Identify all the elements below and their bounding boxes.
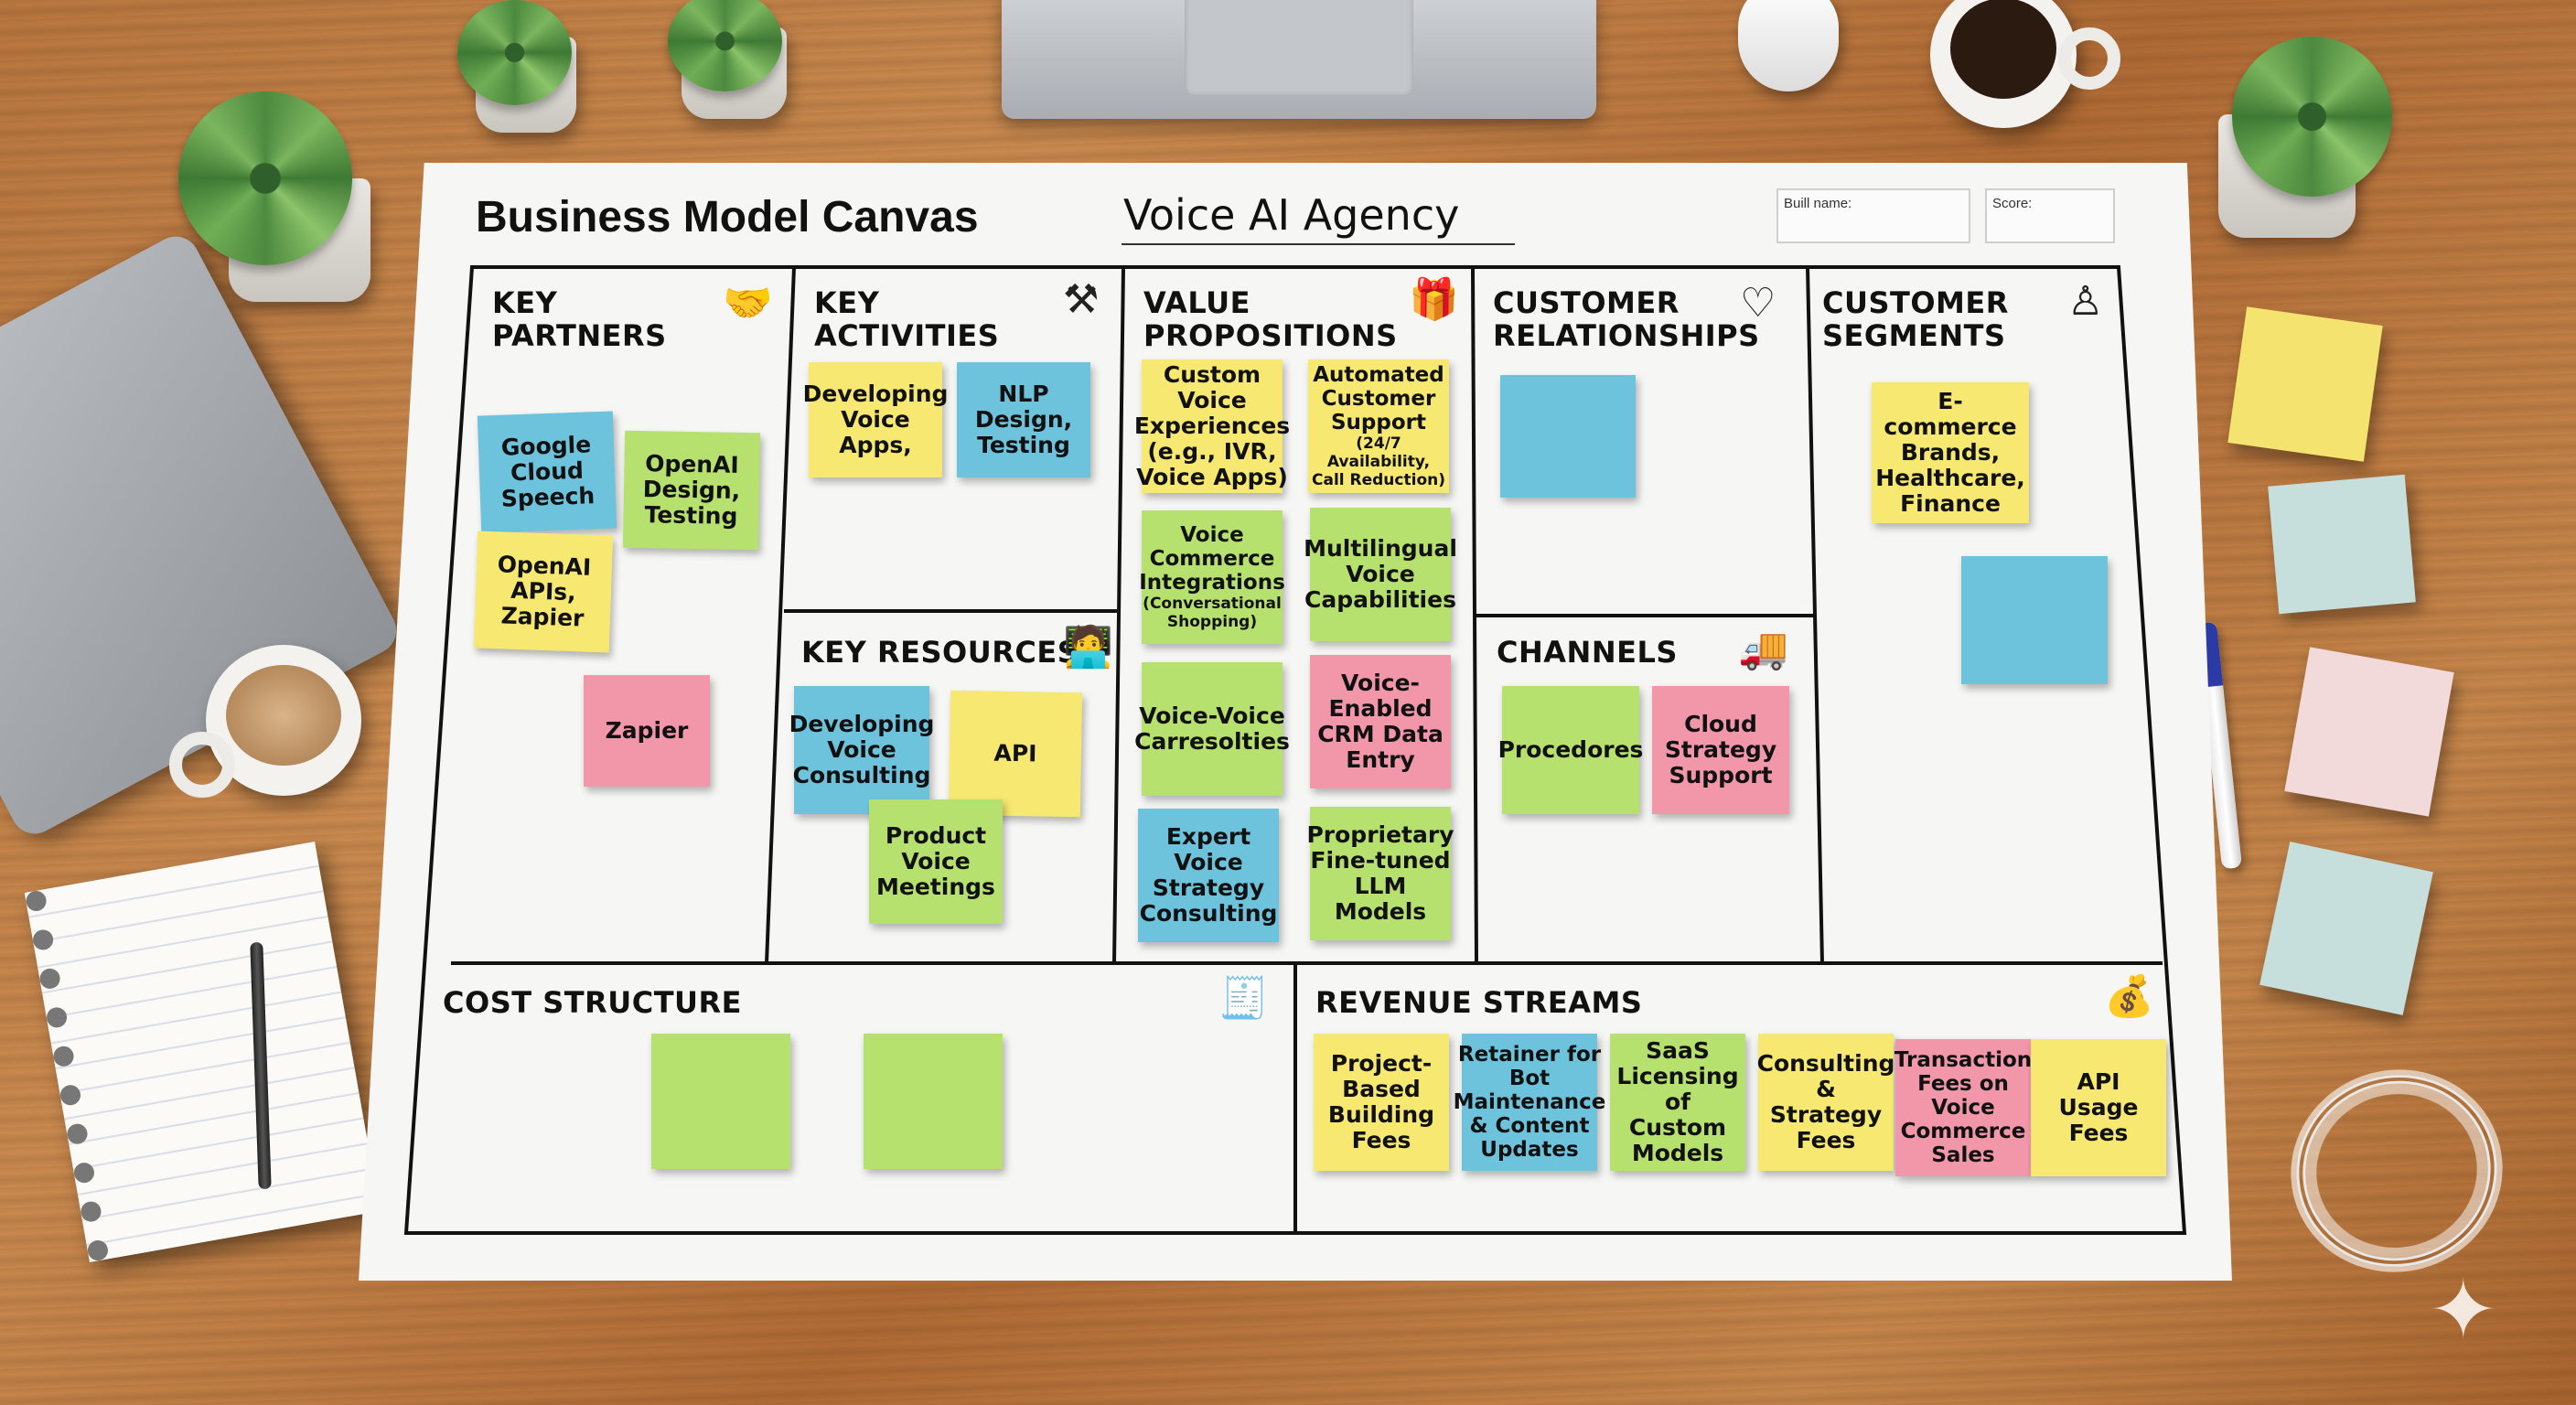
mug-handle [169, 732, 235, 798]
laptop [1002, 0, 1596, 119]
sticky-note[interactable]: Expert Voice Strategy Consulting [1138, 809, 1279, 942]
sticky-note-pad-pink [2284, 647, 2454, 817]
sticky-note[interactable]: Product Voice Meetings [869, 799, 1003, 924]
coffee [1950, 0, 2056, 99]
customer-segments-label-2: SEGMENTS [1822, 318, 2006, 353]
sticky-note[interactable]: Custom Voice Experiences (e.g., IVR, Voi… [1134, 359, 1290, 493]
person-icon: ♙ [2067, 279, 2104, 324]
receipt-icon: 🧾 [1218, 976, 1269, 1021]
sticky-note[interactable]: Transaction Fees on Voice Commerce Sales [1894, 1039, 2032, 1176]
subtitle-underline [1122, 243, 1515, 245]
handshake-icon: 🤝 [723, 281, 773, 326]
canvas-grid [403, 265, 2187, 1235]
sticky-note[interactable]: Developing Voice Apps, [803, 362, 948, 477]
sticky-note[interactable]: Proprietary Fine-tuned LLM Models [1306, 807, 1454, 940]
sticky-note[interactable]: OpenAI APIs, Zapier [473, 531, 614, 653]
key-activities-label-1: KEY [814, 285, 880, 320]
sparkle-icon: ✦ [2429, 1265, 2498, 1357]
coffee-mug-top [1930, 0, 2120, 128]
value-propositions-label-1: VALUE [1143, 285, 1250, 320]
succulent-plant [2232, 37, 2392, 197]
trackpad [1185, 0, 1413, 96]
sticky-note[interactable] [651, 1034, 790, 1169]
cost-structure-heading: COST STRUCTURE [443, 985, 742, 1020]
sticky-note[interactable] [1961, 556, 2108, 684]
canvas-subtitle: Voice AI Agency [1123, 190, 1460, 240]
score-field[interactable]: Score: [1985, 188, 2115, 243]
sticky-note-pad-blue [2259, 842, 2433, 1015]
spiral-notebook [24, 842, 381, 1262]
note-detail: (Conversational Shopping) [1143, 595, 1282, 631]
sticky-note[interactable]: API Usage Fees [2031, 1039, 2166, 1176]
sticky-note[interactable]: Retainer for Bot Maintenance & Content U… [1454, 1034, 1605, 1171]
sticky-note[interactable]: Voice-Enabled CRM Data Entry [1310, 655, 1451, 788]
sticky-note-pad-yellow [2227, 306, 2383, 462]
sticky-note[interactable]: Zapier [584, 675, 710, 787]
sticky-note[interactable]: Voice Commerce Integrations(Conversation… [1139, 510, 1285, 644]
value-propositions-label-2: PROPOSITIONS [1143, 318, 1398, 353]
heart-icon: ♡ [1740, 281, 1776, 326]
sticky-note[interactable]: Procedores [1498, 686, 1643, 814]
note-main: Voice Commerce Integrations [1139, 523, 1285, 595]
sticky-note[interactable]: Automated Customer Support(24/7 Availabi… [1308, 359, 1449, 493]
build-name-field[interactable]: Buill name: [1776, 188, 1970, 243]
customer-relationships-label-1: CUSTOMER [1493, 285, 1680, 320]
sticky-note-pad-teal [2268, 474, 2416, 615]
key-partners-label-1: KEY [492, 285, 558, 320]
build-name-label: Buill name: [1784, 196, 1852, 211]
sticky-note[interactable]: Google Cloud Speech [477, 411, 617, 533]
key-activities-label-2: ACTIVITIES [814, 318, 1000, 353]
person-desk-icon: 🧑‍💻 [1063, 625, 1113, 670]
sticky-note[interactable]: Project-Based Building Fees [1314, 1034, 1449, 1171]
coiled-cable [2274, 1052, 2519, 1290]
sticky-note[interactable]: OpenAI Design, Testing [622, 430, 761, 551]
sticky-note[interactable] [864, 1034, 1003, 1169]
sticky-note[interactable]: SaaS Licensing of Custom Models [1610, 1034, 1745, 1171]
mouse [1738, 0, 1839, 91]
page-title: Business Model Canvas [476, 193, 979, 241]
key-partners-label-2: PARTNERS [492, 318, 667, 353]
note-detail: (24/7 Availability, Call Reduction) [1312, 434, 1445, 489]
sticky-note[interactable]: Consulting & Strategy Fees [1757, 1034, 1894, 1171]
money-bag-icon: 💰 [2104, 974, 2154, 1019]
coffee-mug-left [169, 645, 361, 798]
succulent-plant [457, 0, 572, 105]
customer-segments-label-1: CUSTOMER [1822, 285, 2009, 320]
customer-relationships-label-2: RELATIONSHIPS [1493, 318, 1760, 353]
sticky-note[interactable]: E-commerce Brands, Healthcare, Finance [1872, 382, 2029, 523]
sticky-note[interactable]: Voice-Voice Carresolties [1134, 662, 1290, 796]
score-label: Score: [1992, 196, 2033, 211]
revenue-streams-heading: REVENUE STREAMS [1315, 985, 1643, 1020]
latte [226, 665, 341, 766]
mug-handle [2058, 27, 2120, 90]
channels-heading: CHANNELS [1497, 635, 1678, 670]
sticky-note[interactable]: NLP Design, Testing [957, 362, 1090, 477]
sticky-note[interactable]: API [948, 690, 1083, 818]
business-model-canvas-board: Business Model Canvas Voice AI Agency Bu… [359, 163, 2232, 1281]
sticky-note[interactable]: Developing Voice Consulting [789, 686, 934, 814]
sticky-note[interactable]: Cloud Strategy Support [1652, 686, 1789, 814]
gift-box-icon: 🎁 [1409, 277, 1459, 322]
succulent-plant [668, 0, 782, 91]
succulent-plant [178, 91, 352, 265]
worker-icon: ⚒ [1063, 277, 1100, 322]
key-resources-heading: KEY RESOURCES [801, 635, 1079, 670]
sticky-note[interactable] [1500, 375, 1636, 498]
truck-icon: 🚚 [1738, 627, 1788, 671]
sticky-note[interactable]: Multilingual Voice Capabilities [1304, 508, 1457, 641]
note-main: Automated Customer Support [1313, 363, 1444, 434]
